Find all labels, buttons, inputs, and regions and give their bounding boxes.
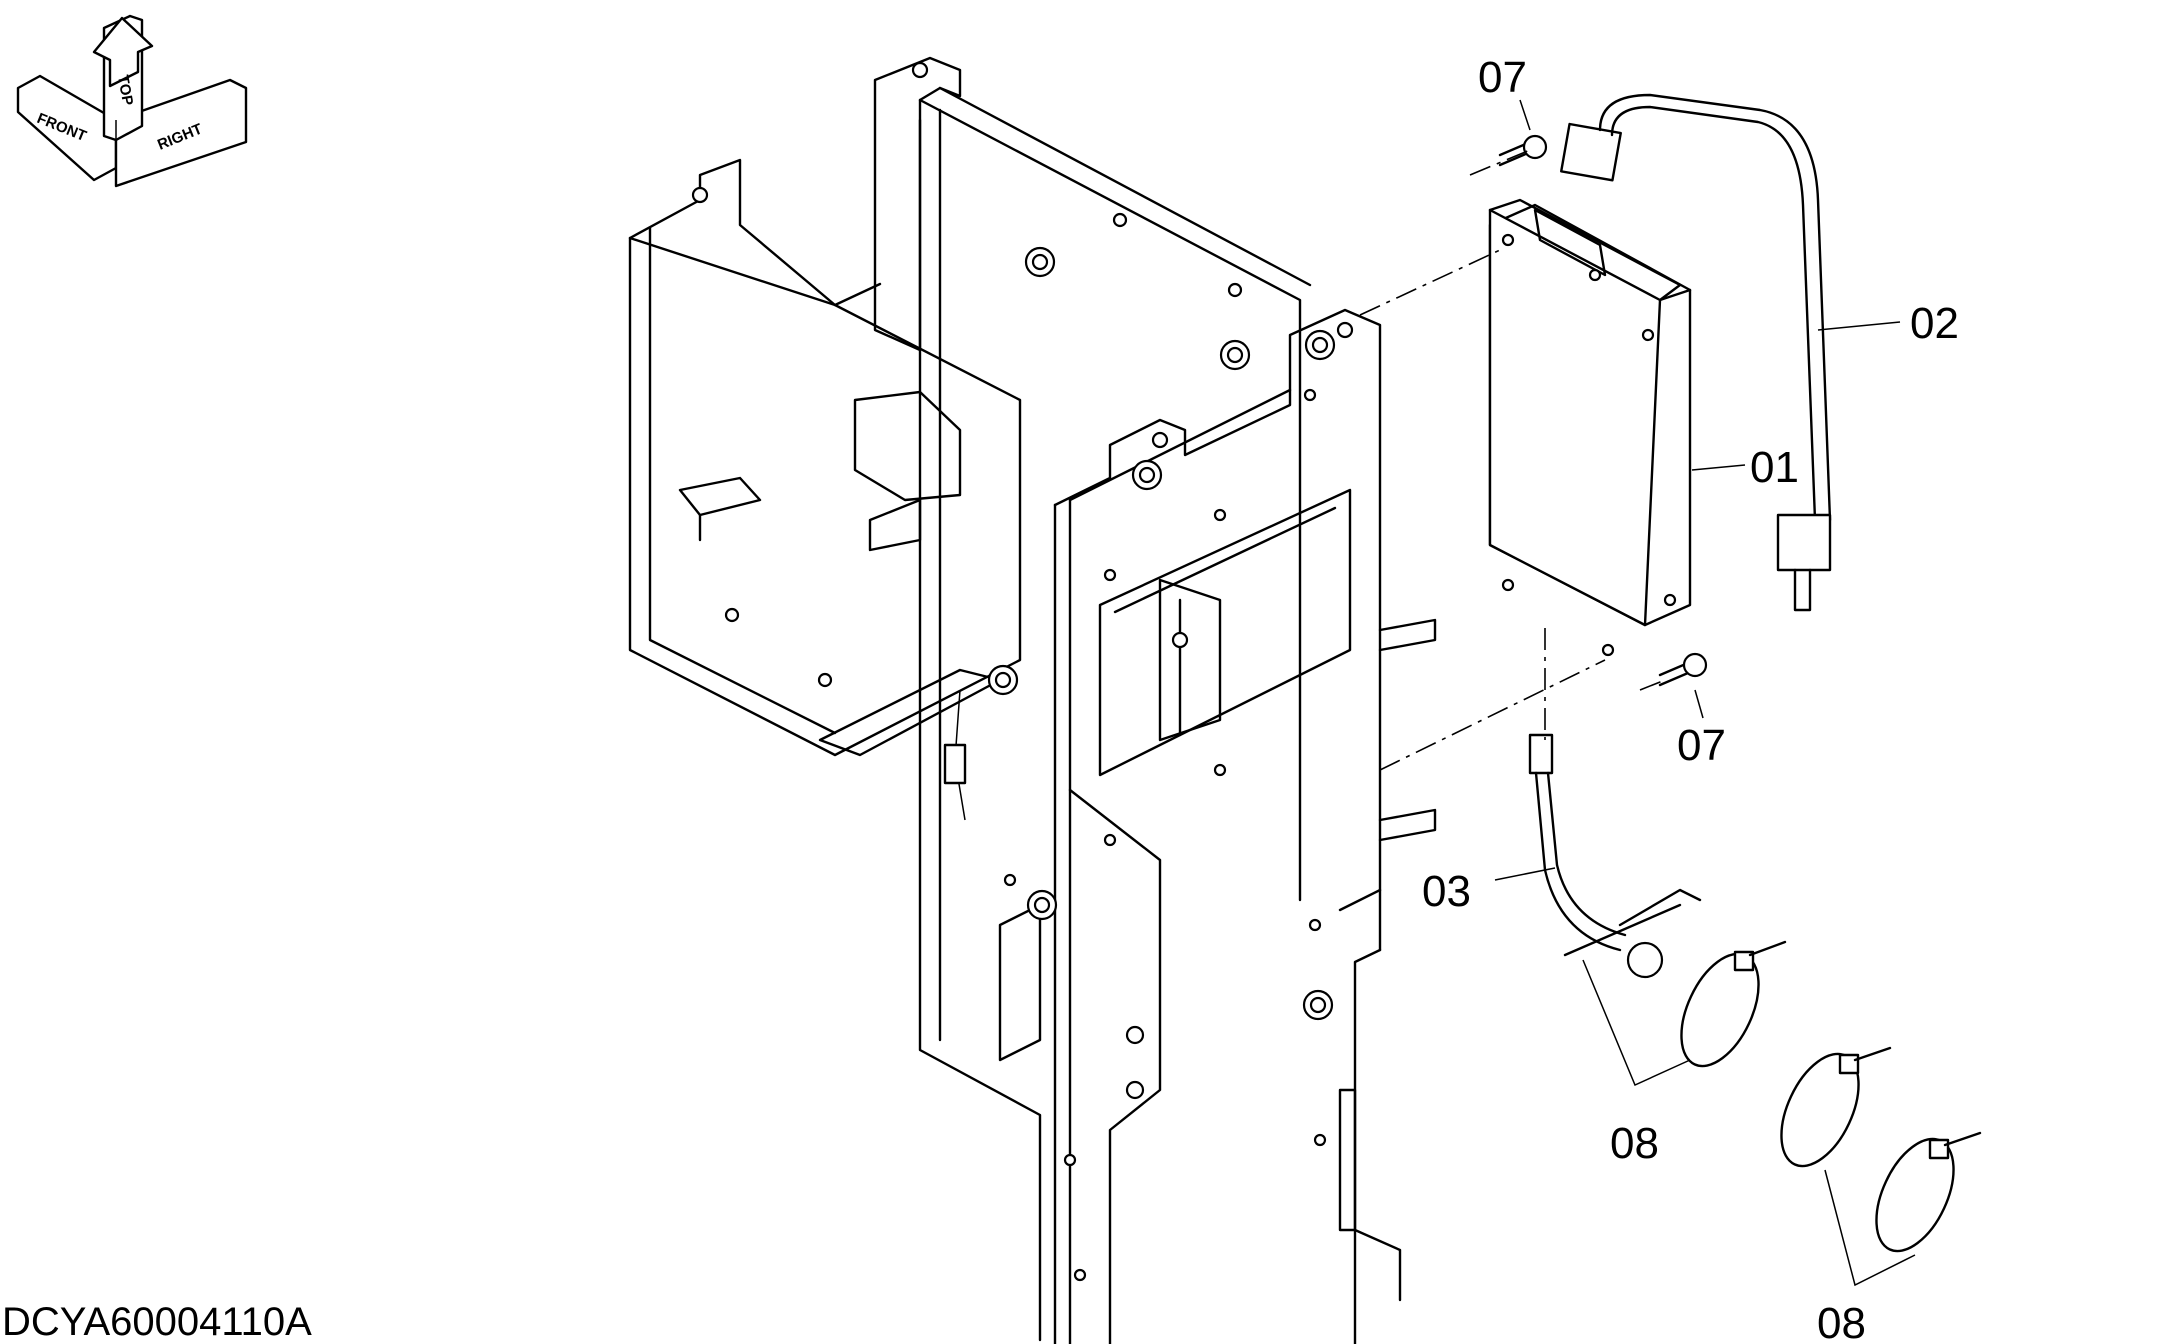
callout-cable-tie-far: 08 — [1817, 1299, 1866, 1344]
cable-tie-1 — [1680, 940, 1787, 1068]
mounting-frame — [628, 56, 1437, 1344]
lower-harness — [1528, 733, 1702, 979]
callout-cable-tie-near: 08 — [1610, 1119, 1659, 1168]
cable-tie-3 — [1875, 1131, 1982, 1253]
assembly-lines — [1359, 149, 1666, 771]
leader-lines — [1494, 99, 1916, 1287]
controller-unit — [1488, 198, 1692, 657]
screw-lower — [1658, 652, 1708, 687]
drawing-code: DCYA60004110A — [2, 1300, 312, 1344]
callout-screw-upper: 07 — [1478, 53, 1527, 102]
cable-tie-2 — [1780, 1046, 1892, 1168]
upper-harness — [1560, 93, 1832, 612]
callout-controller-unit: 01 — [1750, 443, 1799, 492]
callout-upper-harness: 02 — [1910, 299, 1959, 348]
callout-screw-lower: 07 — [1677, 721, 1726, 770]
orientation-indicator: FRONT TOP RIGHT — [16, 14, 248, 188]
screw-upper — [1498, 134, 1548, 167]
top-label: TOP — [114, 74, 136, 107]
callout-lower-harness: 03 — [1422, 867, 1471, 916]
